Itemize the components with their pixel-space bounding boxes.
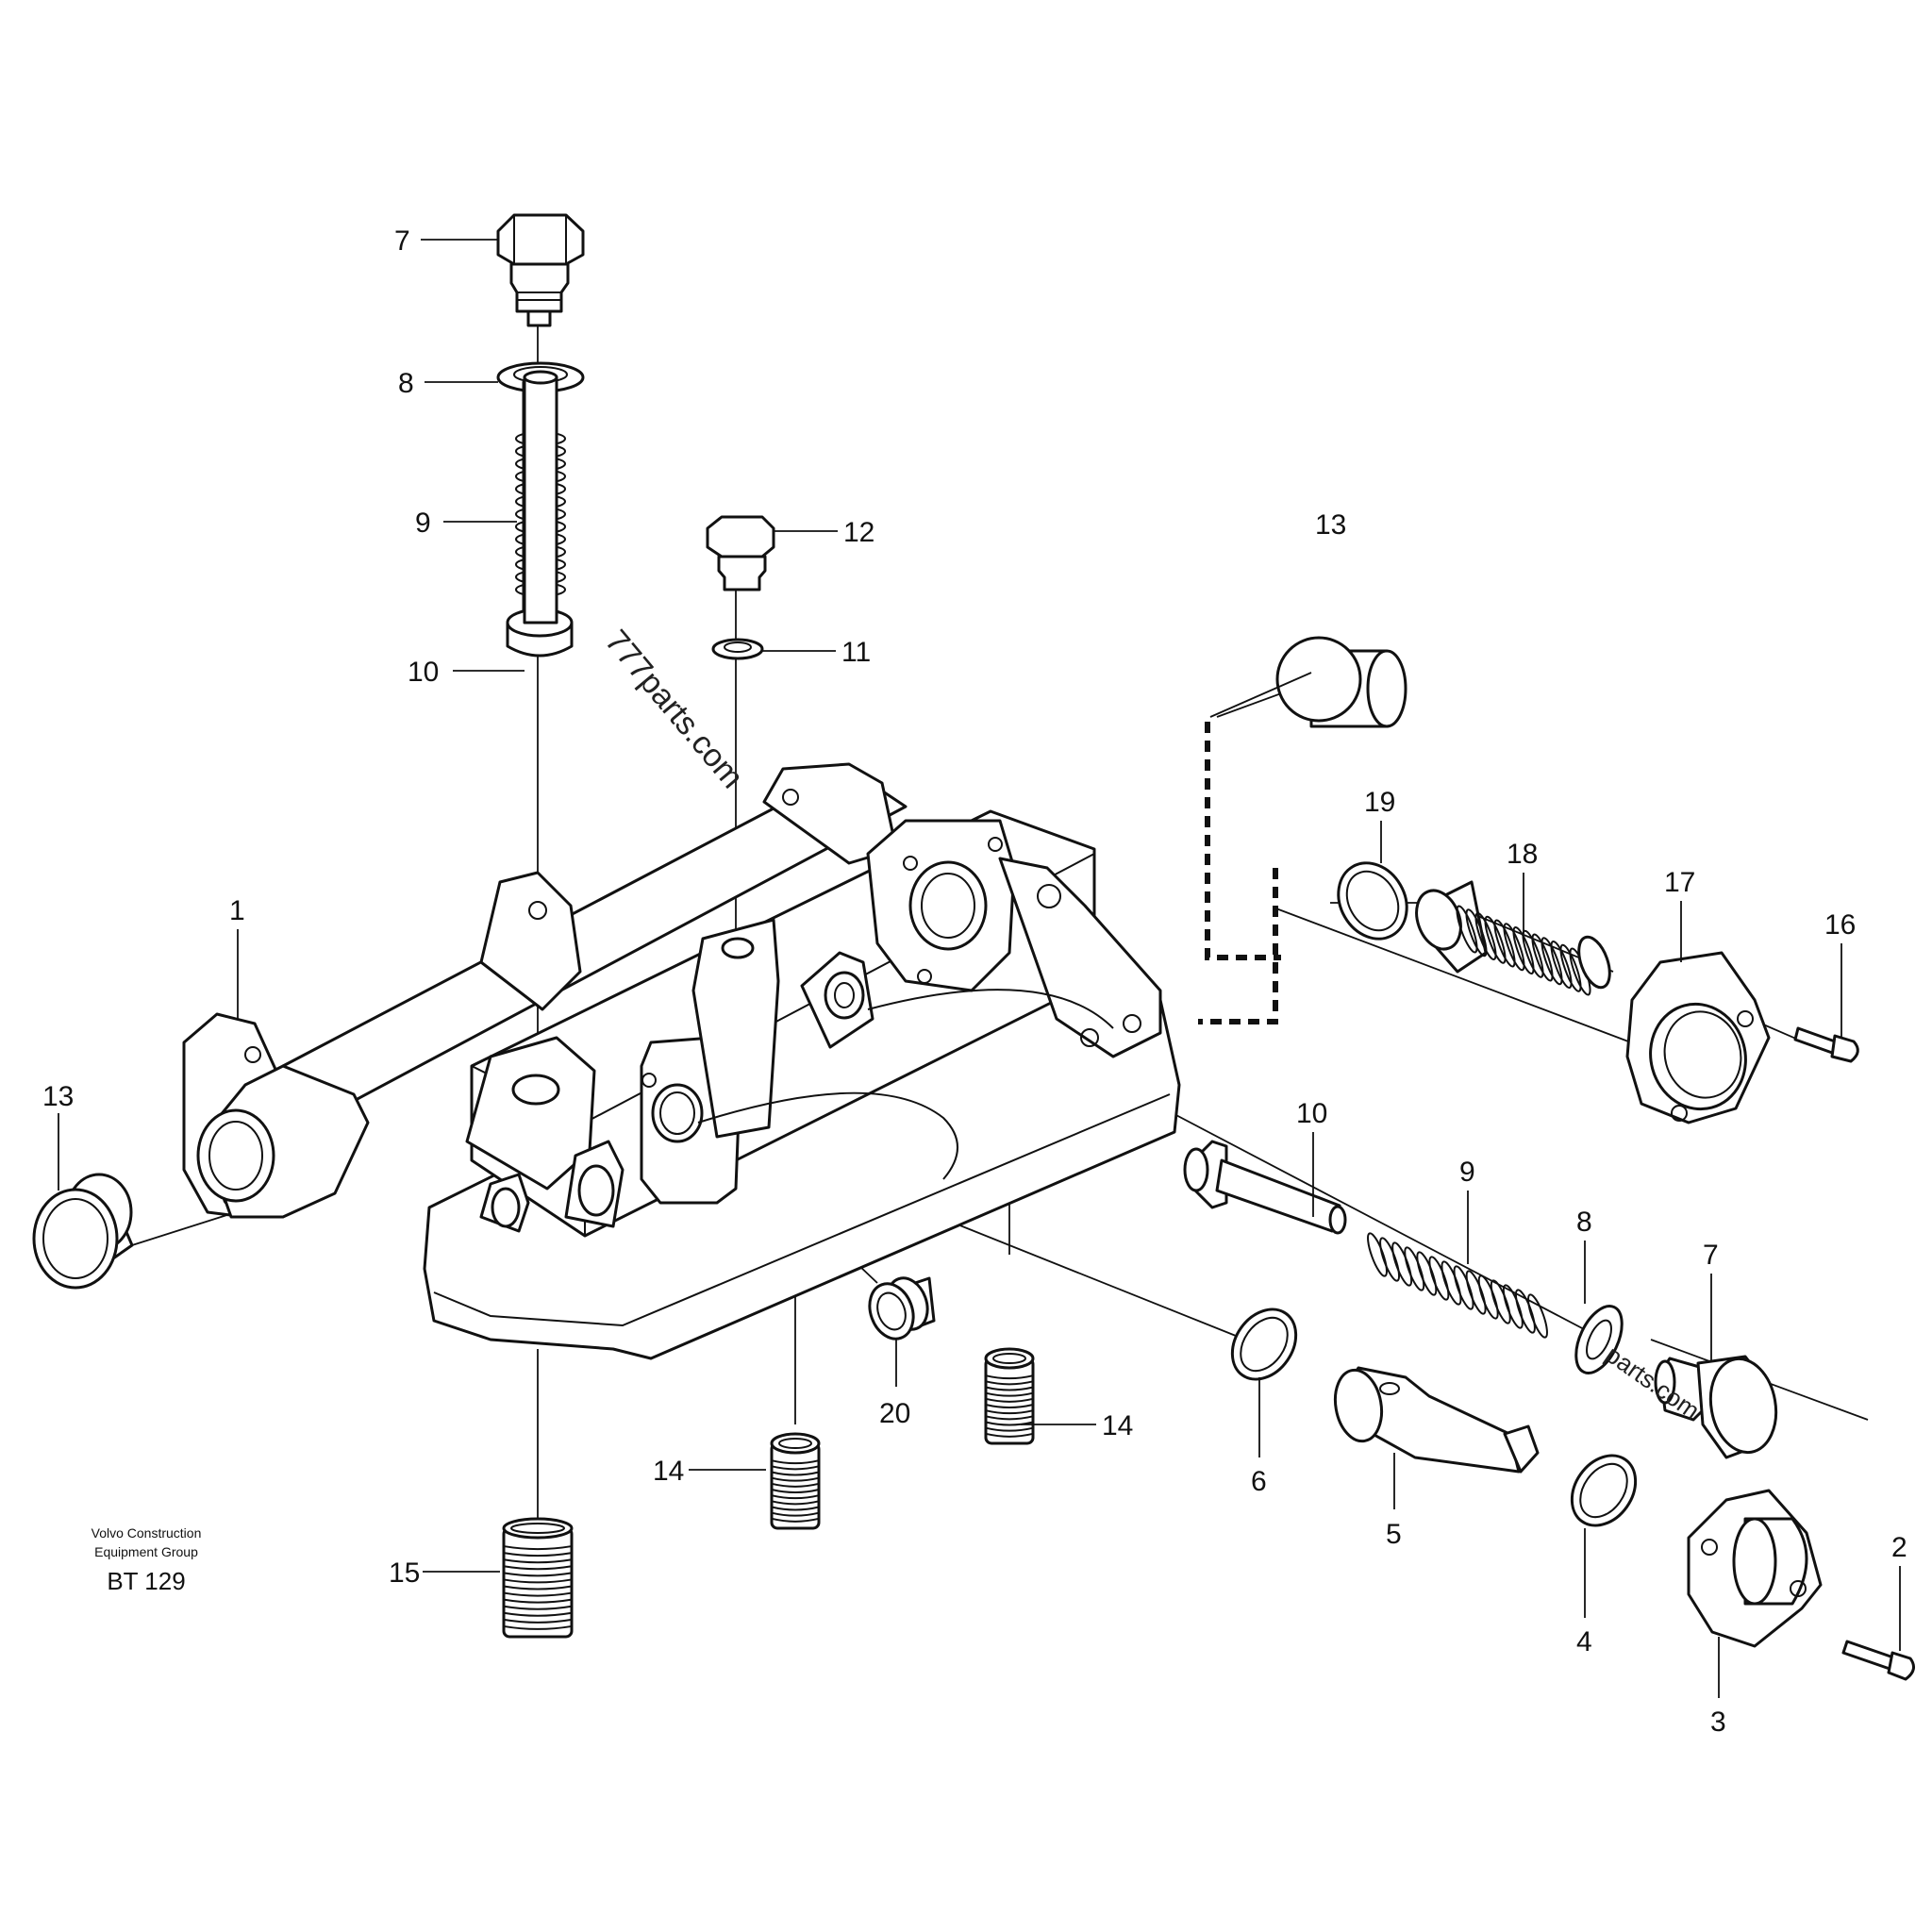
cap-13-upper (1275, 636, 1407, 728)
callout-labels: 7 8 9 10 12 11 13 1 13 19 18 17 16 10 9 … (42, 225, 1907, 1738)
callout-8-upper: 8 (398, 368, 414, 399)
callout-13-upper: 13 (1315, 509, 1346, 541)
callout-16: 16 (1824, 909, 1856, 941)
threaded-plug-14-right (984, 1347, 1035, 1445)
callout-leaders (58, 239, 1901, 1698)
callout-11: 11 (841, 637, 871, 668)
washer-8-right (1574, 1305, 1624, 1374)
callout-3: 3 (1710, 1707, 1726, 1738)
callout-12: 12 (843, 517, 874, 548)
callout-5: 5 (1386, 1519, 1402, 1550)
callout-7-upper: 7 (394, 225, 410, 257)
relief-valve-lower-right (1183, 1140, 1778, 1459)
callout-20: 20 (879, 1398, 910, 1429)
lower-right-valve (1230, 1307, 1916, 1681)
housing-body (182, 762, 1181, 1360)
ring-6 (1230, 1307, 1298, 1381)
cover-17 (1625, 951, 1771, 1124)
piston-10-upper (506, 370, 574, 658)
threaded-plug-15 (502, 1517, 574, 1639)
callout-17: 17 (1664, 867, 1695, 898)
ring-13-left (32, 1173, 134, 1290)
callout-15: 15 (389, 1557, 420, 1589)
relief-valve-upper-right (1337, 861, 1859, 1124)
callout-9-upper: 9 (415, 508, 431, 539)
credit-line-2: Equipment Group (94, 1544, 198, 1559)
bolt-2 (1841, 1640, 1916, 1681)
callout-9-right: 9 (1459, 1157, 1475, 1188)
credit-block: Volvo Construction Equipment Group BT 12… (92, 1525, 202, 1595)
plug-12-and-washer-11 (706, 515, 775, 660)
spring-18 (1415, 880, 1611, 996)
credit-line-1: Volvo Construction (92, 1525, 202, 1541)
callout-7-right: 7 (1703, 1240, 1719, 1271)
spring-9-right (1367, 1232, 1548, 1339)
callout-1: 1 (229, 895, 245, 926)
callout-6: 6 (1251, 1466, 1267, 1497)
callout-10-upper: 10 (408, 657, 439, 688)
ring-19 (1337, 861, 1408, 941)
valve-5 (1333, 1366, 1540, 1474)
piston-10-right (1183, 1140, 1347, 1235)
callout-14-right: 14 (1102, 1410, 1133, 1441)
callout-2: 2 (1891, 1532, 1907, 1563)
dashed-reference-line (1198, 722, 1281, 1024)
ring-4 (1570, 1454, 1638, 1527)
cover-3 (1687, 1489, 1823, 1648)
credit-code: BT 129 (107, 1567, 185, 1595)
plug-7-right (1654, 1355, 1778, 1459)
callout-13-left: 13 (42, 1081, 74, 1112)
threaded-plug-14-left (770, 1432, 821, 1530)
plug-7-upper (496, 213, 585, 327)
callout-8-right: 8 (1576, 1207, 1592, 1238)
callout-19: 19 (1364, 787, 1395, 818)
callout-4: 4 (1576, 1626, 1592, 1657)
callout-10-right: 10 (1296, 1098, 1327, 1129)
bolt-16 (1793, 1026, 1859, 1063)
bushing-20 (868, 1276, 936, 1341)
vertical-valve-stack (496, 213, 585, 658)
callout-18: 18 (1507, 839, 1538, 870)
callout-14-left: 14 (653, 1456, 684, 1487)
